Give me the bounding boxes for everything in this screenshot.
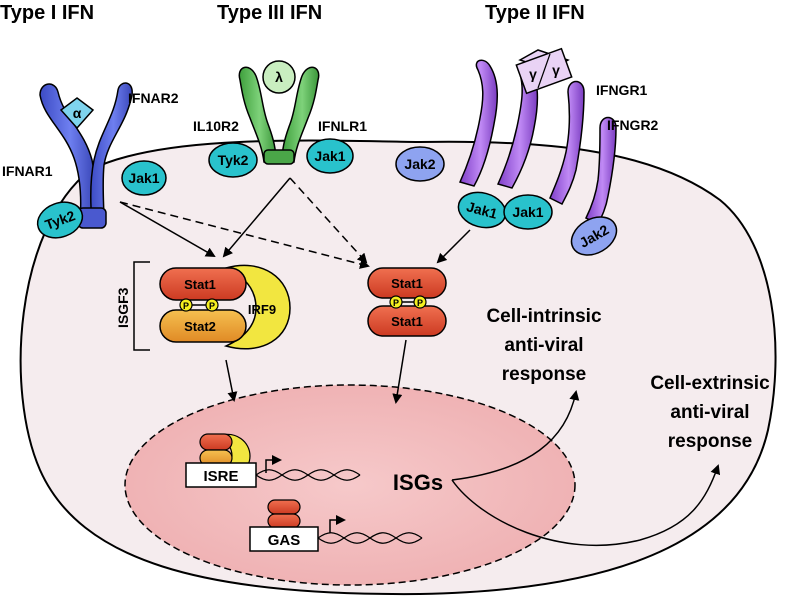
svg-text:Cell-extrinsic: Cell-extrinsic — [650, 373, 770, 394]
svg-text:response: response — [502, 364, 586, 385]
alpha-label: α — [73, 105, 82, 121]
isre-tss-arrow — [265, 455, 282, 473]
cell-intrinsic-label: Cell-intrinsic anti-viral response — [486, 306, 602, 385]
svg-text:response: response — [668, 431, 752, 452]
gas-tss-arrow — [329, 515, 346, 533]
gas-box — [249, 526, 319, 552]
stat1-dimer-top — [367, 267, 447, 299]
nucleus — [124, 384, 576, 586]
svg-text:GAS: GAS — [268, 532, 301, 549]
jak2-type2-left — [395, 146, 445, 182]
svg-text:anti-viral: anti-viral — [670, 402, 749, 423]
svg-text:P: P — [209, 301, 215, 311]
jak2-type2-right — [570, 216, 618, 256]
svg-text:Jak1: Jak1 — [128, 170, 159, 186]
header-type3-ifn: Type III IFN — [217, 2, 322, 24]
svg-text:Jak1: Jak1 — [512, 204, 543, 220]
stat2-isgf3 — [159, 309, 247, 343]
svg-text:anti-viral: anti-viral — [504, 335, 583, 356]
svg-text:Stat1: Stat1 — [391, 314, 423, 329]
phospho-4 — [413, 295, 427, 309]
phospho-1 — [179, 298, 193, 312]
svg-text:Jak2: Jak2 — [404, 156, 435, 172]
ifnar2-label: IFNAR2 — [128, 90, 179, 106]
stat1-isgf3 — [159, 267, 247, 301]
tyk2-type3 — [208, 142, 258, 178]
isre-box — [185, 462, 257, 488]
jak1-type1 — [121, 160, 167, 196]
cell-extrinsic-label: Cell-extrinsic anti-viral response — [650, 373, 770, 452]
il10r2-chain — [238, 66, 277, 163]
svg-text:Stat2: Stat2 — [184, 319, 216, 334]
type1-receptor — [39, 82, 133, 229]
ifn-alpha-ligand — [59, 97, 95, 130]
ifnlr1-label: IFNLR1 — [318, 118, 367, 134]
ifnar1-chain — [89, 82, 133, 223]
tyk2-type1 — [36, 201, 84, 239]
svg-text:Jak1: Jak1 — [314, 148, 345, 164]
ifnlr1-chain — [281, 66, 320, 163]
ifnar1-label: IFNAR1 — [2, 163, 53, 179]
isgs-label: ISGs — [393, 470, 443, 495]
ifn-lambda-ligand — [262, 60, 296, 94]
gas-dna — [317, 532, 423, 544]
ifngr2-chain-b — [584, 116, 617, 226]
svg-text:P: P — [183, 301, 189, 311]
svg-text:P: P — [393, 298, 399, 308]
svg-text:Tyk2: Tyk2 — [218, 152, 249, 168]
gamma-label-2: γ — [552, 62, 560, 78]
gamma-label-1: γ — [529, 66, 537, 82]
svg-text:Jak1: Jak1 — [465, 198, 499, 222]
irf9-label: IRF9 — [248, 302, 276, 317]
ifngr2-label: IFNGR2 — [607, 117, 659, 133]
stat1-on-gas — [267, 499, 301, 529]
jak1-type2-right — [503, 194, 553, 230]
ifngr1-label: IFNGR1 — [596, 82, 648, 98]
signaling-arrows — [119, 177, 721, 547]
phospho-2 — [205, 298, 219, 312]
isre-dna — [255, 469, 361, 481]
header-type2-ifn: Type II IFN — [485, 2, 585, 24]
irf9-protein — [223, 264, 291, 350]
svg-text:Stat1: Stat1 — [184, 277, 216, 292]
svg-text:ISRE: ISRE — [203, 468, 238, 485]
svg-text:P: P — [417, 298, 423, 308]
isgf3-label: ISGF3 — [115, 287, 131, 328]
ifngr2-chain-a — [549, 80, 585, 206]
type3-receptor — [238, 66, 320, 165]
svg-text:Stat1: Stat1 — [391, 276, 423, 291]
lambda-label: λ — [275, 69, 283, 85]
ifn-gamma-ligand — [515, 47, 573, 95]
phospho-3 — [389, 295, 403, 309]
stat1-dimer-bottom — [367, 305, 447, 337]
il10r2-label: IL10R2 — [193, 118, 239, 134]
header-type1-ifn: Type I IFN — [0, 2, 94, 24]
svg-text:Cell-intrinsic: Cell-intrinsic — [486, 306, 602, 327]
isgf3-bracket — [133, 261, 150, 351]
ifngr1-chain-a — [458, 59, 498, 187]
jak1-type3 — [306, 138, 354, 174]
